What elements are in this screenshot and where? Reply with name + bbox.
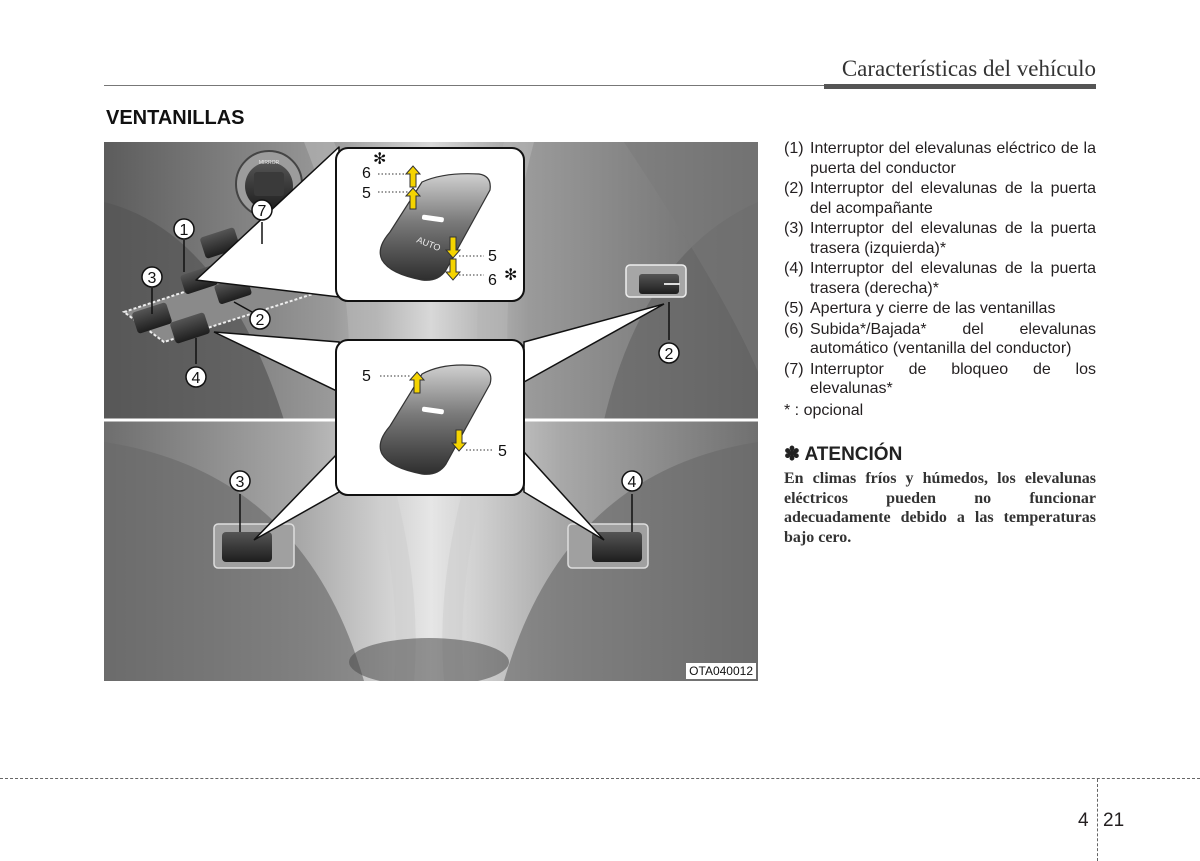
- legend-item: (7)Interruptor de bloqueo de los elevalu…: [784, 360, 1096, 398]
- header-title: Características del vehículo: [841, 56, 1096, 81]
- callout-mid-label-5-down: 5: [498, 443, 507, 460]
- optional-note: * : opcional: [784, 402, 864, 419]
- page-chapter: 4: [1078, 810, 1089, 831]
- marker-3: 3: [141, 266, 163, 288]
- marker-2-passenger: 2: [658, 342, 680, 364]
- marker-4: 4: [185, 366, 207, 388]
- callout-mid-label-5-up: 5: [362, 368, 371, 385]
- callout-label-6-down: 6: [488, 272, 497, 289]
- svg-text:2: 2: [256, 312, 265, 329]
- callout-label-5-down: 5: [488, 248, 497, 265]
- footer-divider: [0, 778, 1200, 779]
- legend-item: (3)Interruptor del elevalunas de la puer…: [784, 220, 1096, 257]
- marker-4-rear: 4: [621, 470, 643, 492]
- arrow-down-icon: [450, 429, 468, 452]
- section-heading: VENTANILLAS: [106, 107, 245, 129]
- legend-item: (4)Interruptor del elevalunas de la puer…: [784, 260, 1096, 297]
- header-rule: [104, 85, 1096, 86]
- legend-item: (6)Subida*/Bajada* del elevalunas automá…: [784, 320, 1096, 358]
- caution-text: En climas fríos y húmedos, los elevaluna…: [784, 470, 1096, 546]
- svg-text:4: 4: [628, 474, 637, 491]
- marker-1: 1: [173, 218, 195, 240]
- callout-asterisk-bottom: ✻: [504, 265, 517, 284]
- auto-switch-closeup: AUTO: [379, 173, 491, 281]
- callout-asterisk-top: ✻: [373, 149, 386, 168]
- mirror-label: MIRROR: [259, 160, 280, 166]
- caution-title: ✽ ATENCIÓN: [784, 444, 903, 465]
- marker-7: 7: [251, 199, 273, 221]
- figure-illustration: MIRROR: [104, 142, 758, 681]
- svg-text:3: 3: [148, 270, 157, 287]
- svg-text:3: 3: [236, 474, 245, 491]
- arrow-down-icon: [444, 236, 462, 281]
- figure-code: OTA040012: [686, 663, 756, 679]
- header-rule-accent: [824, 84, 1096, 89]
- callout-label-5-up: 5: [362, 185, 371, 202]
- page-number: 21: [1103, 810, 1125, 831]
- legend-item: (2)Interruptor del elevalunas de la puer…: [784, 180, 1096, 217]
- svg-text:2: 2: [665, 346, 674, 363]
- legend-item: (5)Apertura y cierre de las ventanillas: [784, 300, 1056, 317]
- marker-3-rear: 3: [229, 470, 251, 492]
- svg-text:7: 7: [258, 203, 267, 220]
- window-switch-figure: MIRROR: [104, 142, 758, 681]
- legend-list: (1)Interruptor del elevalunas eléctrico …: [784, 139, 1096, 400]
- manual-switch-closeup: [379, 364, 492, 475]
- marker-2: 2: [249, 308, 271, 330]
- svg-text:1: 1: [180, 222, 189, 239]
- svg-text:4: 4: [192, 370, 201, 387]
- arrow-up-icon: [404, 165, 422, 210]
- legend-item: (1)Interruptor del elevalunas eléctrico …: [784, 140, 1096, 177]
- callout-label-6-up: 6: [362, 165, 371, 182]
- footer-vertical-divider: [1097, 779, 1098, 861]
- arrow-up-icon: [408, 371, 426, 394]
